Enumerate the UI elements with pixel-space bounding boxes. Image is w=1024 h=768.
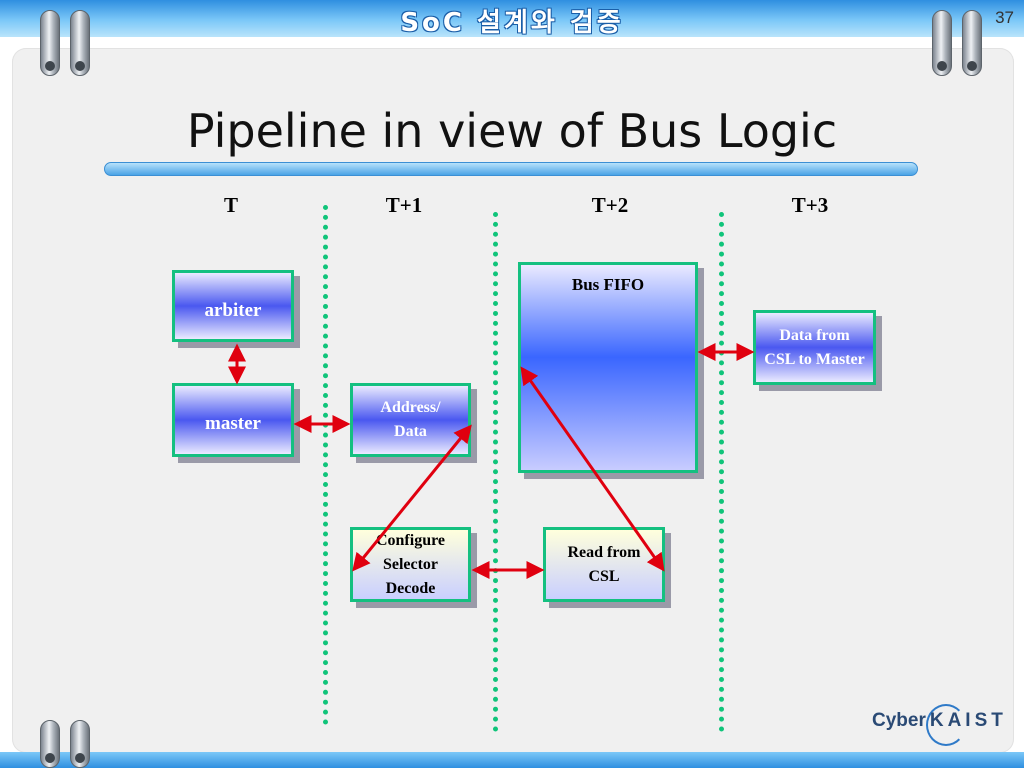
slide-title: Pipeline in view of Bus Logic <box>186 104 838 158</box>
stage-label-t1: T+1 <box>385 193 423 217</box>
data-from-csl-box: Data from CSL to Master <box>753 310 876 385</box>
binder-ring-icon <box>932 10 952 76</box>
arbiter-box: arbiter <box>172 270 294 342</box>
header-title: SoC 설계와 검증 <box>400 8 624 38</box>
stage-divider <box>719 212 724 732</box>
binder-ring-icon <box>70 10 90 76</box>
binder-ring-icon <box>40 10 60 76</box>
address-configure-arrow <box>352 424 472 572</box>
binder-ring-icon <box>70 720 90 768</box>
read-fifo-arrow <box>520 366 665 572</box>
master-box: master <box>172 383 294 457</box>
title-underline <box>104 162 918 176</box>
kaist-swoosh-icon <box>926 704 966 746</box>
stage-divider <box>493 212 498 732</box>
stage-label-t3: T+3 <box>791 193 829 217</box>
header-bar: SoC 설계와 검증 37 <box>0 0 1024 40</box>
binder-ring-icon <box>962 10 982 76</box>
stage-label-t: T <box>223 193 239 217</box>
footer-bar <box>0 752 1024 768</box>
stage-label-t2: T+2 <box>591 193 629 217</box>
logo-name: KAIST <box>929 710 1007 731</box>
stage-divider <box>323 205 328 725</box>
page-number: 37 <box>995 8 1014 27</box>
logo-prefix: Cyber <box>872 710 926 731</box>
